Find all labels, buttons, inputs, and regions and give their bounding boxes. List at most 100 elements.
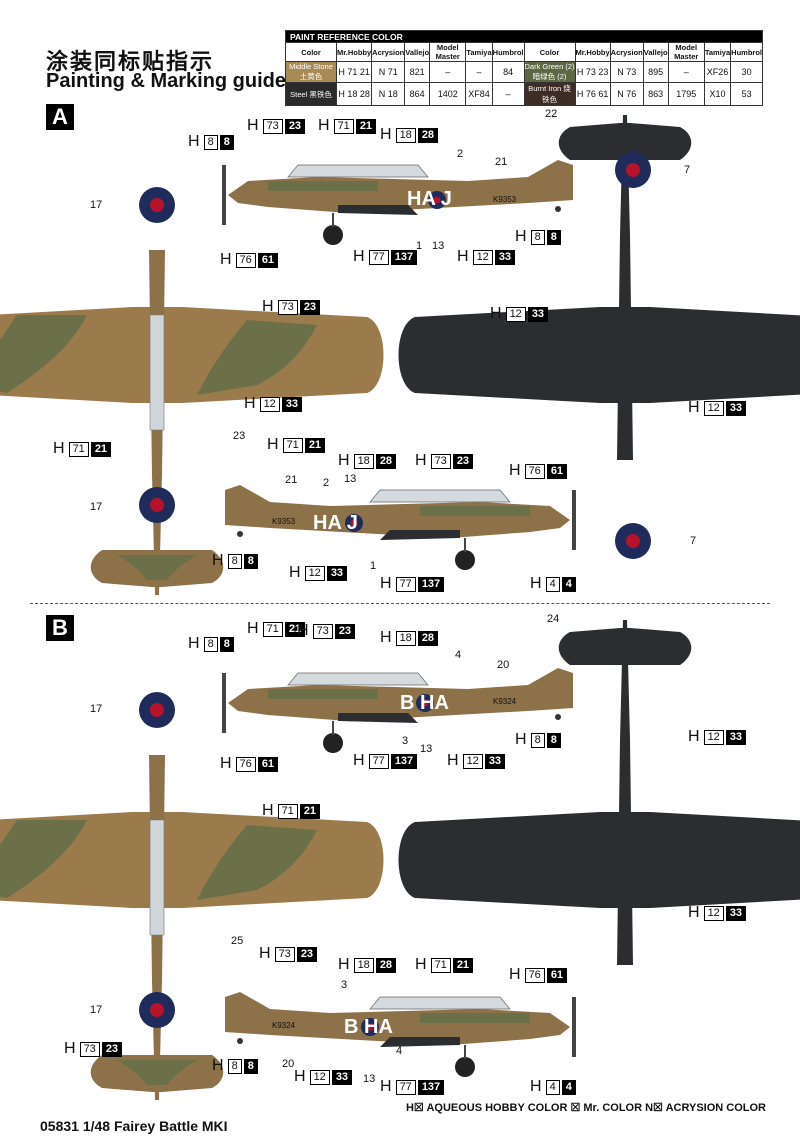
serial-a-upper: K9353	[493, 195, 517, 204]
decal-number: 17	[90, 1004, 103, 1016]
decal-number: 22	[545, 108, 558, 120]
cell: N 18	[371, 82, 406, 106]
section-divider	[30, 603, 770, 604]
decal-number: 3	[402, 735, 409, 747]
decal-number: 1	[416, 240, 423, 252]
decal-number: 3	[341, 979, 348, 991]
section-letter-b: B	[46, 615, 74, 641]
paint-table-heading: PAINT REFERENCE COLOR	[285, 30, 763, 43]
decal-number: 7	[690, 535, 697, 547]
paint-table-header-row: Color Mr.Hobby Acrysion Vallejo Model Ma…	[285, 42, 763, 62]
col-acrysion: Acrysion	[371, 42, 406, 62]
code-letters-b-lower: B HA	[344, 1016, 393, 1038]
cell: H 73 23	[574, 61, 611, 83]
roundel	[139, 187, 175, 223]
cell: XF84	[465, 82, 493, 106]
cell: H 18 28	[335, 82, 373, 106]
top-view-b	[0, 754, 384, 1101]
decal-number: 20	[282, 1058, 295, 1070]
decal-number: 4	[396, 1045, 403, 1057]
decal-number: 17	[90, 199, 103, 211]
serial-b-lower: K9324	[272, 1021, 296, 1030]
roundel	[139, 692, 175, 728]
paint-reference-table: PAINT REFERENCE COLOR Color Mr.Hobby Acr…	[285, 30, 763, 106]
col-model-master: Model Master	[429, 42, 467, 62]
cell: 1402	[429, 82, 467, 106]
decal-number: 23	[233, 430, 246, 442]
serial-b-upper: K9324	[493, 697, 517, 706]
decal-number: 1	[370, 560, 377, 572]
roundel	[615, 523, 651, 559]
decal-number: 13	[432, 240, 445, 252]
roundel	[615, 152, 651, 188]
side-view-b-lower	[224, 991, 577, 1078]
color-legend: H☒ AQUEOUS HOBBY COLOR ☒ Mr. COLOR N☒ AC…	[405, 1102, 766, 1114]
decal-number: 2	[457, 148, 464, 160]
kit-title: 05831 1/48 Fairey Battle MKI	[40, 1118, 228, 1134]
decal-number: 13	[420, 743, 433, 755]
decal-number: 4	[455, 649, 462, 661]
cell: H 76 61	[574, 82, 611, 106]
decal-number: 20	[497, 659, 510, 671]
decal-number: 13	[344, 473, 357, 485]
decal-number: 7	[684, 164, 691, 176]
cell: 53	[730, 82, 763, 106]
top-view-a	[0, 249, 384, 596]
decal-number: 17	[90, 703, 103, 715]
page-title-en: Painting & Marking guide	[46, 70, 287, 92]
decal-number: 2	[323, 477, 330, 489]
code-letters-a-lower: HA J	[313, 512, 358, 534]
code-letters-a-upper: HA J	[407, 188, 452, 210]
roundel	[139, 992, 175, 1028]
decal-number: 25	[231, 935, 244, 947]
serial-a-lower: K9353	[272, 517, 296, 526]
swatch-steel: Steel 黑铁色	[285, 82, 337, 106]
swatch-middle-stone: Middle Stone 土黄色	[285, 61, 337, 83]
decal-number: 13	[363, 1073, 376, 1085]
decal-number: 21	[285, 474, 298, 486]
paint-table-row: Steel 黑铁色 H 18 28 N 18 864 1402 XF84 – B…	[285, 82, 763, 106]
decal-number: 21	[495, 156, 508, 168]
decal-number: 17	[90, 501, 103, 513]
swatch-burnt-iron: Burnt Iron 烧铁色	[523, 82, 576, 106]
roundel	[139, 487, 175, 523]
